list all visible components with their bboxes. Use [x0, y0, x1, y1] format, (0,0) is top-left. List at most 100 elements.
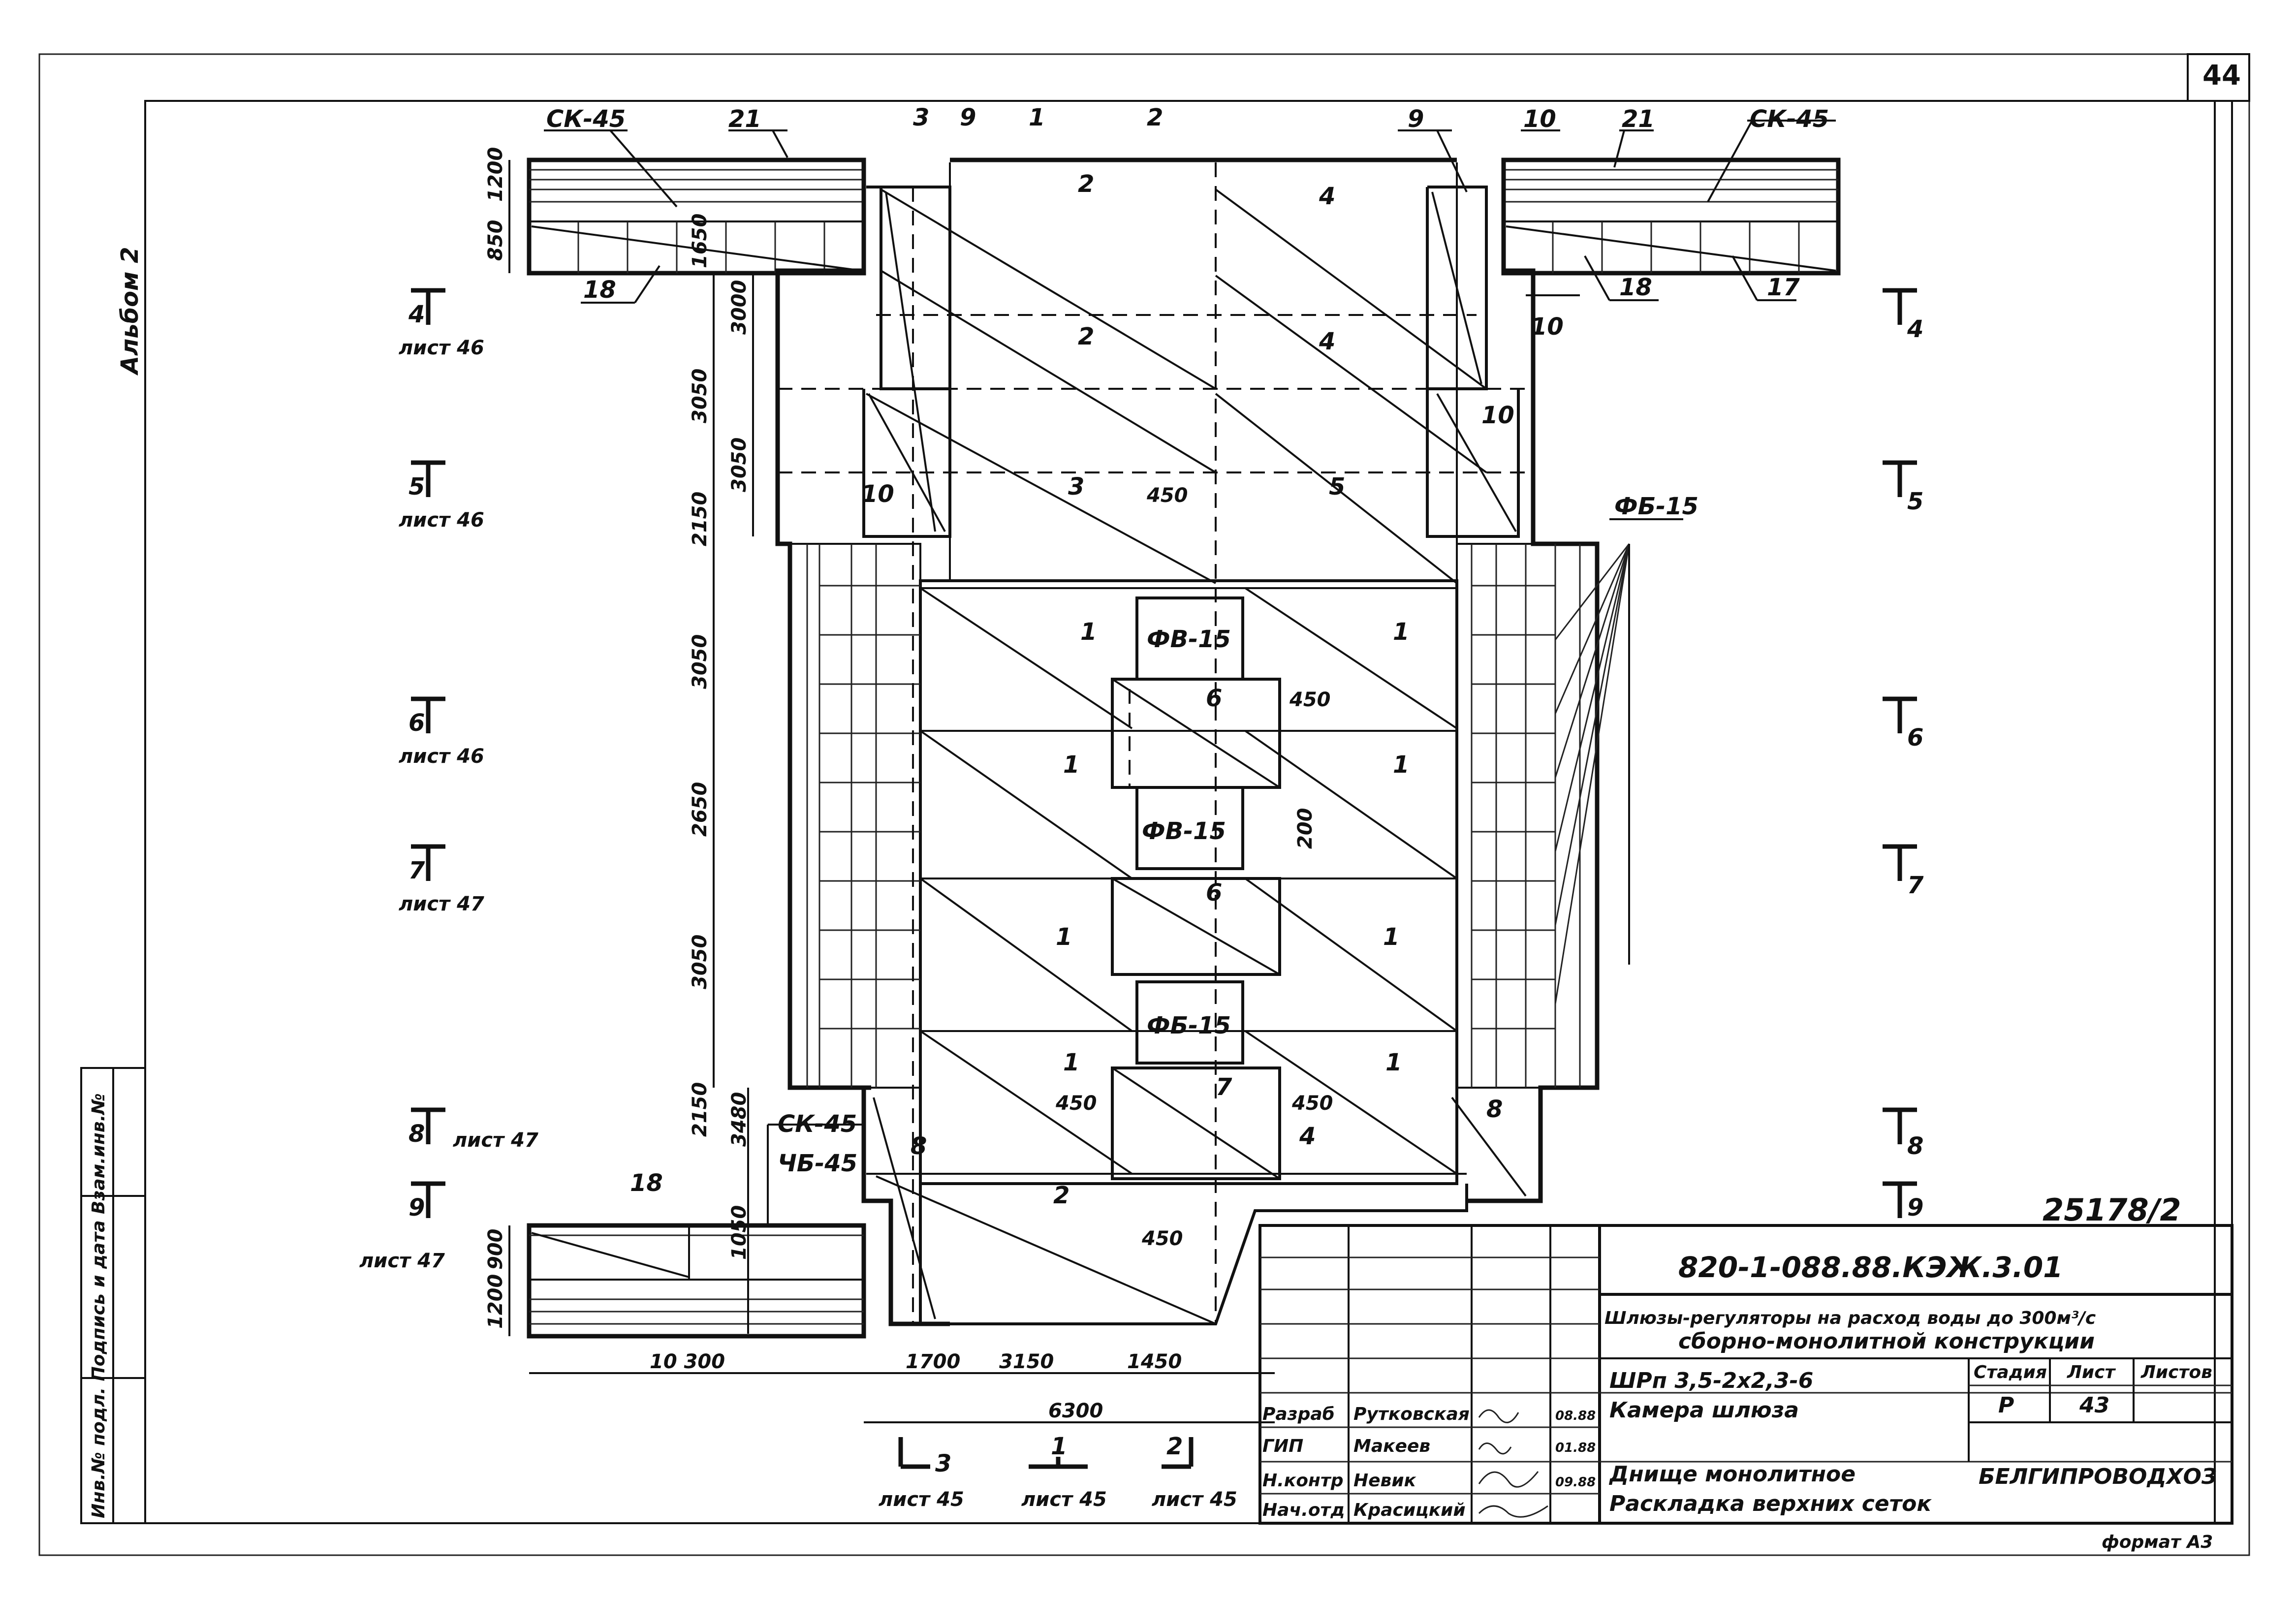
bay-lines — [778, 162, 1533, 1324]
signatures — [1478, 1409, 1548, 1518]
dim-bottom-3150: 3150 — [999, 1350, 1054, 1373]
dim-left-2650: 2650 — [689, 782, 711, 837]
sheets-header: Листов — [2140, 1362, 2212, 1382]
dim-left-3050-b: 3050 — [728, 438, 751, 492]
role-2: ГИП — [1262, 1436, 1303, 1456]
section-4-mark: 4 — [408, 301, 425, 328]
dim-left-2150-b: 2150 — [689, 1082, 711, 1137]
dim-bottom-width: 10 300 — [650, 1350, 725, 1373]
section-markers-right — [1883, 288, 1917, 1218]
label-450-e: 450 — [1141, 1227, 1183, 1250]
stage-value: Р — [1998, 1393, 2014, 1418]
section-4-ref: лист 46 — [399, 337, 484, 359]
label-200: 200 — [1294, 808, 1317, 849]
sheet-number-value: 43 — [2079, 1393, 2109, 1418]
label-450-c: 450 — [1055, 1092, 1097, 1115]
label-fb15-side: ФБ-15 — [1614, 493, 1698, 520]
label-fb15-2: ФВ-15 — [1142, 817, 1226, 845]
dim-bottom-1450: 1450 — [1127, 1350, 1182, 1373]
label-6-a: 6 — [1206, 685, 1222, 712]
name-4: Красицкий — [1353, 1500, 1466, 1520]
section-4-mark-right: 4 — [1907, 315, 1923, 343]
label-1-b: 1 — [1393, 618, 1409, 646]
side-stamp: Инв.№ подл. Подпись и дата Взам.инв.№ — [80, 1067, 146, 1524]
section-6-ref: лист 46 — [399, 745, 484, 768]
sheet-header: Лист — [2067, 1362, 2116, 1382]
project-title-line2: сборно-монолитной конструкции — [1678, 1329, 2095, 1354]
label-1-e: 1 — [1056, 923, 1072, 951]
label-ch45: ЧБ-45 — [778, 1150, 857, 1177]
section-5-ref: лист 46 — [399, 509, 484, 532]
section-8-mark-right: 8 — [1907, 1132, 1923, 1160]
bottom-section-1-mark: 1 — [1051, 1433, 1067, 1460]
label-2-a: 2 — [1078, 170, 1094, 198]
label-450-a: 450 — [1146, 484, 1188, 507]
left-dimension-lines — [508, 160, 1275, 1423]
section-5-mark: 5 — [409, 473, 425, 501]
date-3: 09.88 — [1555, 1475, 1596, 1490]
dim-bottom-6300: 6300 — [1048, 1400, 1103, 1422]
label-5-mid: 5 — [1329, 473, 1345, 501]
sheet-title-line1: Днище монолитное — [1608, 1462, 1856, 1487]
label-450-b: 450 — [1289, 689, 1331, 711]
label-4-a: 4 — [1319, 183, 1335, 210]
bottom-section-3-ref: лист 45 — [879, 1488, 964, 1511]
label-21-top-right: 21 — [1622, 105, 1655, 133]
dim-left-top-850: 850 — [484, 220, 507, 261]
diagonals — [866, 188, 1527, 1325]
label-2-top: 2 — [1147, 104, 1163, 131]
dim-left-top-1200: 1200 — [484, 147, 507, 202]
label-1-g: 1 — [1063, 1049, 1079, 1076]
label-6-b: 6 — [1206, 879, 1222, 907]
label-1-h: 1 — [1385, 1049, 1402, 1076]
right-side-strips — [1456, 543, 1630, 1089]
label-3-top: 3 — [913, 104, 929, 131]
dim-left-3050-c: 3050 — [689, 634, 711, 689]
label-2-b: 2 — [1078, 323, 1094, 350]
dim-left-3480: 3480 — [728, 1092, 751, 1147]
name-2: Макеев — [1353, 1436, 1430, 1456]
name-3: Невик — [1353, 1471, 1417, 1491]
section-9-mark: 9 — [409, 1194, 425, 1222]
section-9-ref: лист 47 — [359, 1250, 445, 1272]
label-sk45-top-left: СК-45 — [546, 105, 626, 133]
bottom-section-2-mark: 2 — [1166, 1433, 1183, 1460]
name-1: Рутковская — [1353, 1404, 1470, 1424]
label-1-f: 1 — [1383, 923, 1399, 951]
side-stamp-text: Инв.№ подл. Подпись и дата Взам.инв.№ — [89, 1093, 109, 1518]
label-17-top-right: 17 — [1767, 274, 1800, 301]
label-9-top-right: 9 — [1408, 105, 1424, 133]
left-side-strips — [789, 543, 921, 1089]
label-1-c: 1 — [1063, 751, 1079, 779]
drawing-code: 820-1-088.88.КЭЖ.3.01 — [1678, 1251, 2063, 1284]
structure-line1: ШРп 3,5-2х2,3-6 — [1609, 1368, 1813, 1393]
label-18-top-right: 18 — [1619, 274, 1652, 301]
dim-left-3050-d: 3050 — [689, 935, 711, 989]
bottom-section-3-mark: 3 — [935, 1450, 951, 1477]
title-block-grid — [1258, 1224, 2233, 1525]
label-10-top-right: 10 — [1523, 105, 1556, 133]
section-6-mark-right: 6 — [1907, 724, 1923, 752]
bottom-left-wing — [527, 1124, 866, 1339]
dim-left-bottom-900: 900 — [484, 1229, 507, 1270]
album-label: Альбом 2 — [116, 247, 144, 376]
label-2-bottom: 2 — [1053, 1182, 1069, 1209]
inventory-number: 25178/2 — [2043, 1192, 2181, 1228]
label-8-right: 8 — [1486, 1096, 1503, 1123]
section-markers-left — [411, 288, 445, 1218]
label-fb15-1: ФВ-15 — [1147, 626, 1231, 653]
bottom-section-2-ref: лист 45 — [1152, 1488, 1237, 1511]
date-2: 01.88 — [1555, 1441, 1596, 1455]
leader-lines — [544, 120, 1836, 520]
label-3-mid: 3 — [1068, 473, 1084, 501]
dim-left-bottom-1200: 1200 — [484, 1274, 507, 1329]
label-8-left: 8 — [911, 1132, 927, 1160]
label-4-c: 4 — [1299, 1123, 1316, 1150]
dim-left-3000: 3000 — [728, 280, 751, 335]
section-6-mark: 6 — [409, 709, 425, 737]
label-18-bottom: 18 — [630, 1169, 663, 1197]
label-10-right-b: 10 — [1481, 402, 1514, 429]
section-5-mark-right: 5 — [1907, 488, 1923, 515]
dim-bottom-1700: 1700 — [906, 1350, 960, 1373]
label-sk45-top-right: СК-45 — [1750, 105, 1829, 133]
